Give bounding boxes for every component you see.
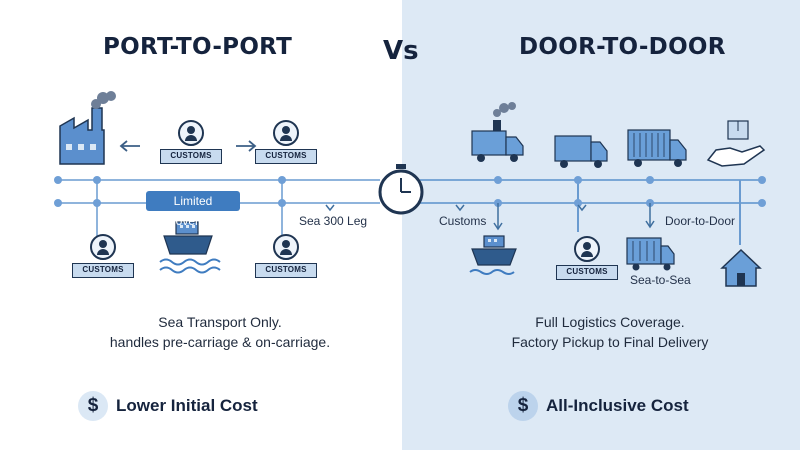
customs-badge: CUSTOMS: [255, 234, 317, 282]
stopwatch-icon: [378, 164, 424, 215]
timeline-node: [54, 199, 62, 207]
truck-icon: [471, 102, 524, 162]
all-inclusive-cost-item: $ All-Inclusive Cost: [508, 391, 689, 421]
container-truck-icon: [627, 129, 687, 167]
customs-tag: CUSTOMS: [255, 263, 317, 278]
customs-badge: CUSTOMS: [160, 120, 222, 168]
door-to-door-label: Door-to-Door: [665, 214, 736, 228]
customs-tag: CUSTOMS: [160, 149, 222, 164]
customs-tag: CUSTOMS: [72, 263, 134, 278]
timeline-nodes: [54, 176, 766, 207]
hand-package-icon: [706, 120, 766, 167]
customs-tag: CUSTOMS: [255, 149, 317, 164]
versus-label: Vs: [383, 36, 419, 66]
door-to-door-caption: Full Logistics Coverage. Factory Pickup …: [460, 312, 760, 352]
arrow-left-icon: [119, 140, 140, 152]
arrow-right-icon: [236, 140, 257, 152]
door-to-door-panel: [402, 0, 800, 450]
timeline-node: [758, 176, 766, 184]
caption-line: Full Logistics Coverage.: [535, 314, 685, 330]
port-to-port-panel: [0, 0, 402, 450]
caption-line: Factory Pickup to Final Delivery: [511, 334, 709, 350]
customs-officer-icon: [90, 234, 116, 260]
timeline-node: [758, 199, 766, 207]
customs-badge: CUSTOMS: [255, 120, 317, 168]
customs-label: Customs: [439, 214, 487, 228]
customs-officer-icon: [273, 120, 299, 146]
dollar-icon: $: [78, 391, 108, 421]
factory-icon: [59, 91, 116, 165]
timeline-node: [574, 199, 582, 207]
port-to-port-caption: Sea Transport Only. handles pre-carriage…: [60, 312, 380, 352]
limited-coverage-label: Limited Coverage: [146, 191, 240, 228]
customs-officer-icon: [574, 236, 600, 262]
sea-leg-label: Sea 300 Leg: [299, 214, 368, 228]
customs-tag: CUSTOMS: [556, 265, 618, 280]
timeline-node: [278, 199, 286, 207]
customs-badge: CUSTOMS: [72, 234, 134, 282]
all-inclusive-cost-label: All-Inclusive Cost: [546, 396, 689, 415]
lower-cost-item: $ Lower Initial Cost: [78, 391, 258, 421]
timeline-node: [278, 176, 286, 184]
door-to-door-title: DOOR-TO-DOOR: [519, 34, 726, 60]
timeline-node: [574, 176, 582, 184]
timeline-node: [494, 176, 502, 184]
port-to-port-title: PORT-TO-PORT: [103, 34, 293, 60]
ship-icon: [159, 221, 221, 274]
customs-badge: CUSTOMS: [556, 236, 618, 284]
house-icon: [720, 248, 762, 287]
caption-line: Sea Transport Only.: [158, 314, 282, 330]
sea-to-sea-label: Sea-to-Sea: [630, 273, 691, 287]
lower-cost-label: Lower Initial Cost: [116, 396, 258, 415]
caption-line: handles pre-carriage & on-carriage.: [109, 334, 331, 350]
truck-icon: [554, 135, 608, 168]
timeline-node: [93, 199, 101, 207]
dollar-icon: $: [508, 391, 538, 421]
arrow-down-icon: [325, 203, 655, 231]
timeline-node: [646, 176, 654, 184]
customs-officer-icon: [178, 120, 204, 146]
customs-officer-icon: [273, 234, 299, 260]
timeline-node: [54, 176, 62, 184]
ship-icon: [469, 235, 517, 275]
container-truck-icon: [626, 237, 675, 271]
timeline-node: [93, 176, 101, 184]
